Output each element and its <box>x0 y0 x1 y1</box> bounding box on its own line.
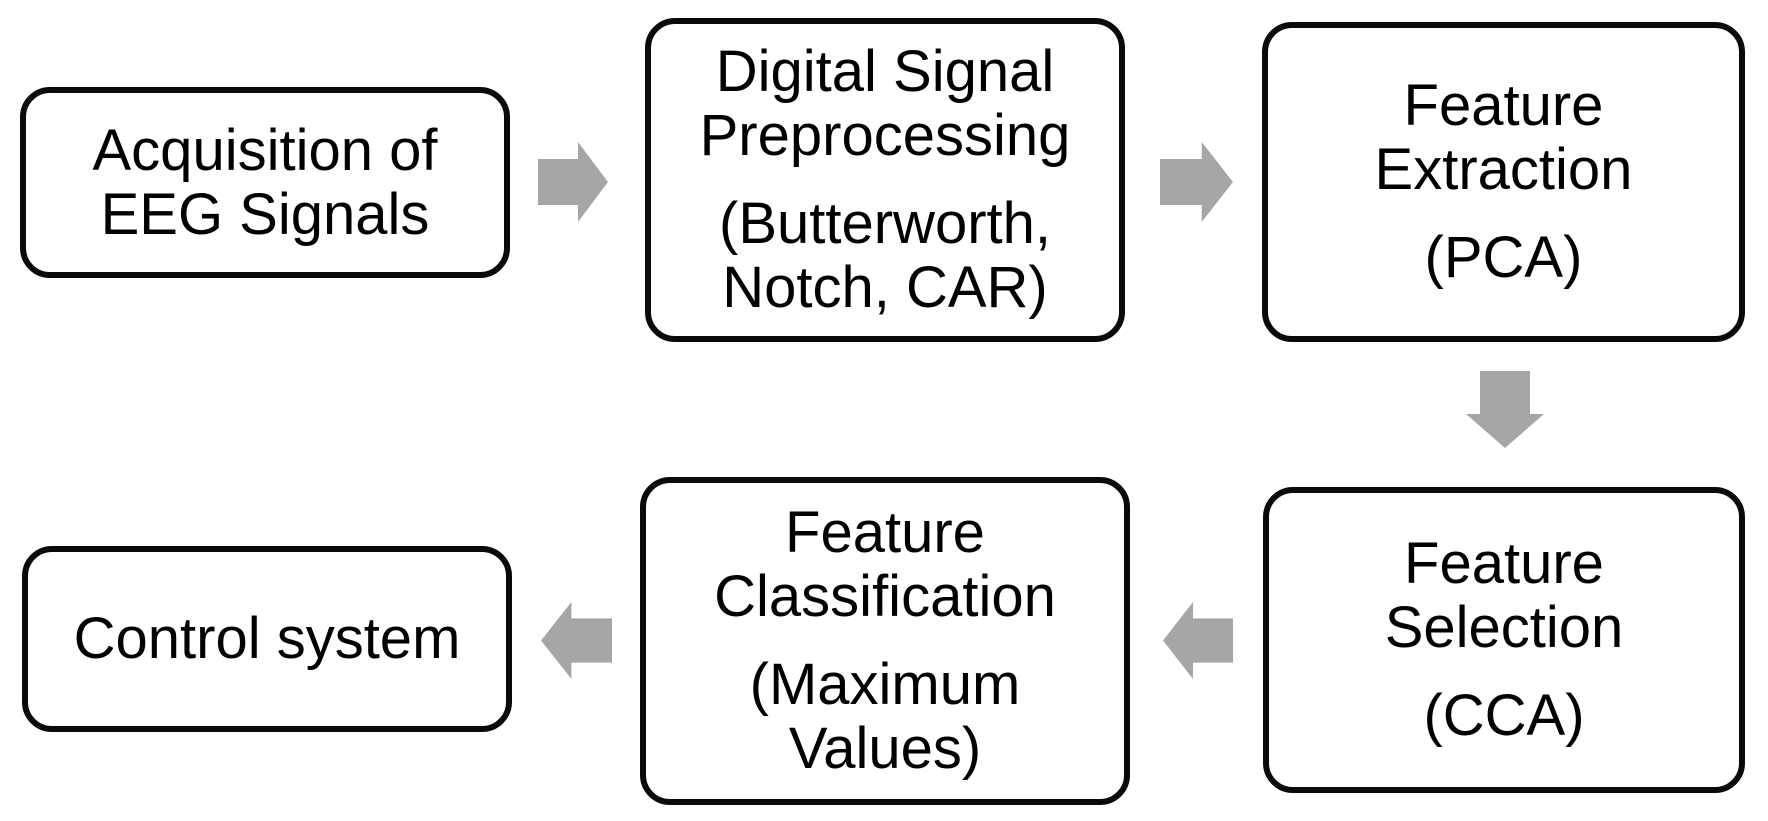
flow-box-extraction-label: Feature Extraction <box>1374 73 1633 202</box>
flow-box-extraction-sublabel: (PCA) <box>1424 225 1583 290</box>
flow-box-classification-sublabel: (Maximum Values) <box>749 652 1021 781</box>
flow-box-acquisition: Acquisition of EEG Signals <box>20 87 510 278</box>
flow-box-control-label: Control system <box>73 606 461 671</box>
flow-box-preprocessing-sublabel: (Butterworth, Notch, CAR) <box>719 191 1051 320</box>
arrow-left-icon <box>541 602 612 679</box>
flow-box-preprocessing-label: Digital Signal Preprocessing <box>699 39 1071 168</box>
arrow-right-icon <box>538 142 608 222</box>
flow-box-selection-label: Feature Selection <box>1384 531 1624 660</box>
arrow-left-icon <box>1163 602 1233 679</box>
flow-box-selection-sublabel: (CCA) <box>1423 683 1585 748</box>
flow-box-extraction: Feature Extraction (PCA) <box>1262 22 1745 342</box>
flow-box-classification-label: Feature Classification <box>714 500 1056 629</box>
flow-box-preprocessing: Digital Signal Preprocessing (Butterwort… <box>645 18 1125 342</box>
flow-box-classification: Feature Classification (Maximum Values) <box>640 477 1130 805</box>
flow-box-acquisition-label: Acquisition of EEG Signals <box>92 117 438 247</box>
arrow-down-icon <box>1466 371 1544 448</box>
arrow-right-icon <box>1160 142 1233 222</box>
flow-box-control: Control system <box>22 546 512 732</box>
flow-box-selection: Feature Selection (CCA) <box>1263 487 1745 793</box>
